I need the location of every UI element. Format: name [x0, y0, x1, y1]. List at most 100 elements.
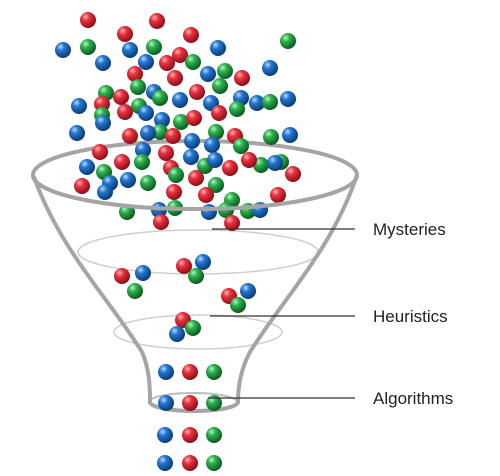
- red-ball: [285, 166, 301, 182]
- green-ball: [253, 157, 269, 173]
- blue-ball: [138, 105, 154, 121]
- green-ball: [263, 129, 279, 145]
- green-ball: [146, 39, 162, 55]
- red-ball: [149, 13, 165, 29]
- red-ball: [172, 47, 188, 63]
- red-ball: [189, 84, 205, 100]
- green-ball: [206, 395, 222, 411]
- blue-ball: [97, 184, 113, 200]
- green-ball: [206, 455, 222, 471]
- blue-ball: [207, 152, 223, 168]
- balls-layer: [55, 12, 301, 471]
- red-ball: [92, 144, 108, 160]
- blue-ball: [240, 283, 256, 299]
- green-ball: [229, 101, 245, 117]
- red-ball: [188, 170, 204, 186]
- green-ball: [230, 297, 246, 313]
- blue-ball: [157, 427, 173, 443]
- red-ball: [182, 427, 198, 443]
- green-ball: [173, 114, 189, 130]
- blue-ball: [262, 60, 278, 76]
- green-ball: [208, 177, 224, 193]
- blue-ball: [210, 40, 226, 56]
- green-ball: [212, 78, 228, 94]
- blue-ball: [158, 364, 174, 380]
- blue-ball: [120, 172, 136, 188]
- label-algorithms: Algorithms: [373, 389, 453, 408]
- red-ball: [127, 66, 143, 82]
- blue-ball: [158, 395, 174, 411]
- blue-ball: [172, 92, 188, 108]
- blue-ball: [138, 54, 154, 70]
- green-ball: [152, 124, 168, 140]
- red-ball: [80, 12, 96, 28]
- blue-ball: [135, 265, 151, 281]
- red-ball: [117, 104, 133, 120]
- green-ball: [127, 283, 143, 299]
- red-ball: [153, 214, 169, 230]
- funnel-rim-front: [31, 174, 359, 211]
- blue-ball: [79, 159, 95, 175]
- green-ball: [140, 175, 156, 191]
- red-ball: [224, 215, 240, 231]
- red-ball: [241, 152, 257, 168]
- red-ball: [270, 187, 286, 203]
- green-ball: [206, 427, 222, 443]
- blue-ball: [71, 98, 87, 114]
- red-ball: [117, 26, 133, 42]
- green-ball: [188, 268, 204, 284]
- red-ball: [94, 96, 110, 112]
- red-ball: [114, 154, 130, 170]
- blue-ball: [267, 155, 283, 171]
- red-ball: [165, 128, 181, 144]
- red-ball: [113, 89, 129, 105]
- red-ball: [158, 145, 174, 161]
- red-ball: [167, 70, 183, 86]
- blue-ball: [135, 142, 151, 158]
- red-ball: [74, 178, 90, 194]
- blue-ball: [95, 115, 111, 131]
- funnel-section-heuristics: [113, 314, 283, 350]
- red-ball: [114, 268, 130, 284]
- green-ball: [185, 320, 201, 336]
- blue-ball: [282, 127, 298, 143]
- green-ball: [134, 154, 150, 170]
- green-ball: [208, 124, 224, 140]
- red-ball: [222, 160, 238, 176]
- blue-ball: [55, 42, 71, 58]
- blue-ball: [122, 42, 138, 58]
- green-ball: [206, 364, 222, 380]
- funnel-left-side: [32, 175, 152, 404]
- red-ball: [183, 27, 199, 43]
- red-ball: [186, 110, 202, 126]
- blue-ball: [183, 149, 199, 165]
- funnel-right-side: [236, 173, 359, 404]
- blue-ball: [201, 204, 217, 220]
- blue-ball: [169, 326, 185, 342]
- blue-ball: [204, 137, 220, 153]
- green-ball: [262, 94, 278, 110]
- blue-ball: [140, 125, 156, 141]
- red-ball: [122, 128, 138, 144]
- funnel-spout-bottom: [148, 401, 240, 413]
- blue-ball: [200, 66, 216, 82]
- blue-ball: [69, 125, 85, 141]
- blue-ball: [280, 91, 296, 107]
- green-ball: [217, 63, 233, 79]
- green-ball: [280, 33, 296, 49]
- red-ball: [159, 55, 175, 71]
- red-ball: [176, 258, 192, 274]
- red-ball: [182, 364, 198, 380]
- green-ball: [233, 138, 249, 154]
- red-ball: [234, 70, 250, 86]
- red-ball: [211, 105, 227, 121]
- green-ball: [185, 54, 201, 70]
- green-ball: [168, 167, 184, 183]
- blue-ball: [154, 112, 170, 128]
- green-ball: [130, 79, 146, 95]
- green-ball: [80, 39, 96, 55]
- red-ball: [182, 395, 198, 411]
- red-ball: [182, 455, 198, 471]
- blue-ball: [157, 455, 173, 471]
